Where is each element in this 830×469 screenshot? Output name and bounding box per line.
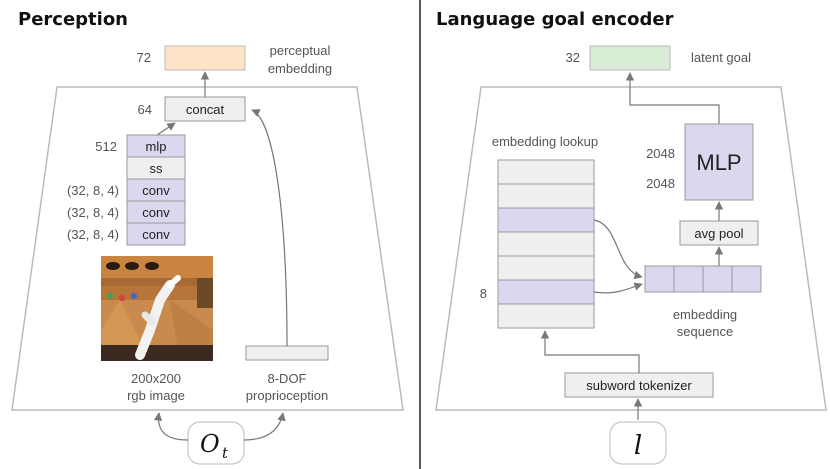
mlp-dim: 512 <box>95 139 117 154</box>
proprio-label-1: 8-DOF <box>268 371 307 386</box>
instruction-box <box>609 421 667 465</box>
instruction-symbol: l <box>634 431 642 461</box>
proprio-to-concat-arrow <box>251 109 288 347</box>
mlp-block-label: MLP <box>696 150 741 175</box>
perceptual-embedding-label-2: embedding <box>268 61 332 76</box>
mlp-dim-top: 2048 <box>646 146 675 161</box>
lookup-row-to-sequence-arrow-2 <box>593 282 643 294</box>
language-module-outline <box>435 86 827 411</box>
observation-box <box>187 421 245 465</box>
tokenizer-to-lookup-arrow <box>540 330 640 373</box>
perceptual-embedding-box <box>164 45 246 71</box>
conv-dim-1: (32, 8, 4) <box>67 183 119 198</box>
conv-box-3 <box>126 222 186 246</box>
latent-goal-box <box>589 45 671 71</box>
avg-pool-box <box>679 220 759 246</box>
mlp-block <box>684 123 754 201</box>
perception-module-outline <box>11 86 404 411</box>
concat-box <box>164 96 246 122</box>
mlp-label: mlp <box>146 139 167 154</box>
embedding-sequence <box>644 265 762 293</box>
proprioception-box <box>245 345 329 361</box>
rgb-image <box>101 256 213 361</box>
embedding-sequence-label-1: embedding <box>673 307 737 322</box>
concat-dim: 64 <box>138 102 152 117</box>
conv-dim-2: (32, 8, 4) <box>67 205 119 220</box>
obs-to-proprio-arrow <box>243 412 286 441</box>
conv-dim-3: (32, 8, 4) <box>67 227 119 242</box>
subword-tokenizer-box <box>564 372 714 398</box>
lookup-dim: 8 <box>480 286 487 301</box>
conv-label-1: conv <box>142 183 170 198</box>
conv-label-3: conv <box>142 227 170 242</box>
mlp-to-latent-arrow <box>625 72 720 124</box>
embedding-sequence-label-2: sequence <box>677 324 733 339</box>
subword-tokenizer-label: subword tokenizer <box>586 378 692 393</box>
observation-subscript: t <box>222 444 229 462</box>
perception-title: Perception <box>18 9 128 30</box>
latent-goal-label: latent goal <box>691 50 751 65</box>
lookup-row-to-sequence-arrow-1 <box>593 219 643 280</box>
embedding-lookup-label: embedding lookup <box>492 134 598 149</box>
conv-label-2: conv <box>142 205 170 220</box>
observation-symbol: O <box>200 430 220 458</box>
language-title: Language goal encoder <box>436 9 674 30</box>
perception-output-dim: 72 <box>137 50 151 65</box>
mlp-dim-bottom: 2048 <box>646 176 675 191</box>
latent-goal-dim: 32 <box>566 50 580 65</box>
spatial-softmax-label: ss <box>150 161 164 176</box>
image-caption-1: 200x200 <box>131 371 181 386</box>
obs-to-image-arrow <box>153 412 189 441</box>
embedding-lookup-table <box>497 159 595 329</box>
concat-label: concat <box>186 102 225 117</box>
stack-to-concat-arrow <box>156 122 176 136</box>
image-caption-2: rgb image <box>127 388 185 403</box>
avg-pool-label: avg pool <box>694 226 743 241</box>
proprio-label-2: proprioception <box>246 388 328 403</box>
perceptual-embedding-label-1: perceptual <box>270 43 331 58</box>
